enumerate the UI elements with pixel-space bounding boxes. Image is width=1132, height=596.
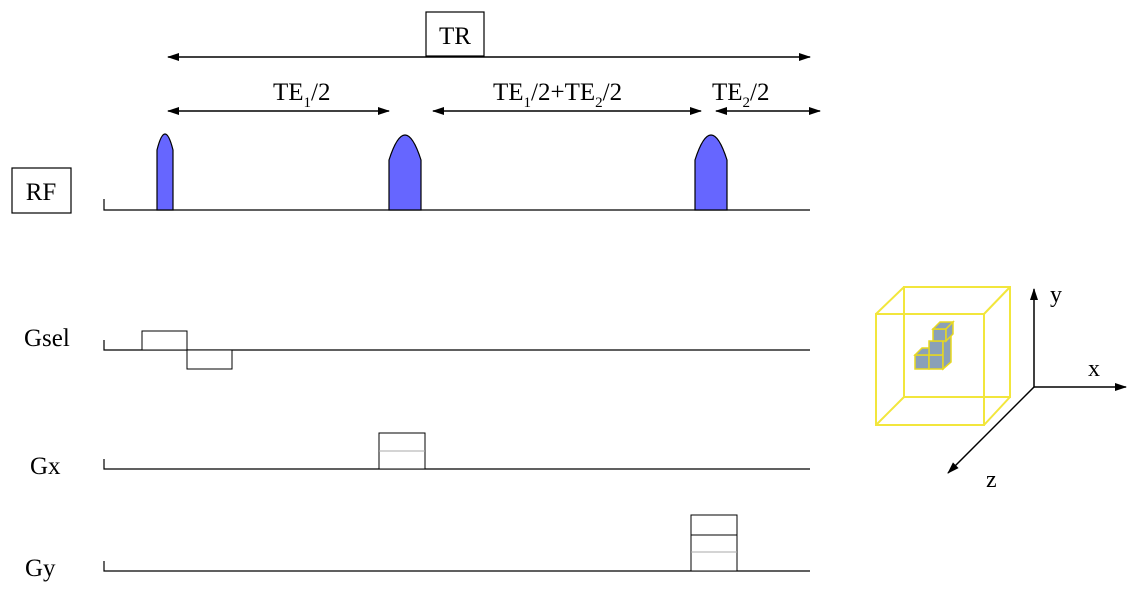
gx-row: Gx: [30, 432, 810, 480]
rf-baseline: [103, 199, 810, 211]
tr-box: [425, 11, 485, 57]
te2-half-label: TE2/2: [712, 79, 770, 111]
gx-label: Gx: [30, 453, 61, 480]
z-axis-label: z: [986, 467, 997, 493]
rf-label: RF: [26, 179, 57, 206]
gsel-row: Gsel: [24, 325, 810, 370]
te1-half-timing: TE1/2: [167, 79, 390, 115]
z-axis-arrow: [947, 386, 1035, 474]
gy-row: Gy: [25, 514, 810, 582]
te1-half-label: TE1/2: [273, 79, 331, 111]
te-sum-timing: TE1/2+TE2/2: [432, 79, 702, 115]
axes-triad: y x z: [947, 282, 1127, 493]
gsel-negative-lobe: [186, 349, 233, 370]
te2-half-timing: TE2/2: [712, 79, 821, 115]
gy-label: Gy: [25, 555, 56, 582]
y-axis-label: y: [1050, 282, 1062, 308]
gsel-label: Gsel: [24, 325, 70, 352]
rf-row: RF: [11, 133, 810, 214]
rf-pulse-90: [156, 133, 174, 211]
volume-cube: [875, 286, 1011, 426]
gsel-baseline: [103, 340, 810, 351]
voxel-block: [913, 320, 955, 371]
gx-baseline: [103, 459, 810, 470]
tr-timing: TR: [167, 11, 811, 61]
x-axis-label: x: [1088, 356, 1100, 382]
gy-phase-table: [690, 514, 738, 572]
rf-box: [11, 167, 72, 214]
tr-label: TR: [439, 23, 471, 50]
te-sum-label: TE1/2+TE2/2: [493, 79, 622, 111]
rf-pulse-180-first: [388, 134, 422, 211]
gy-baseline: [103, 561, 810, 572]
volume-illustration: y x z: [875, 282, 1127, 493]
rf-pulse-180-second: [694, 134, 728, 211]
gsel-positive-lobe: [141, 330, 188, 351]
